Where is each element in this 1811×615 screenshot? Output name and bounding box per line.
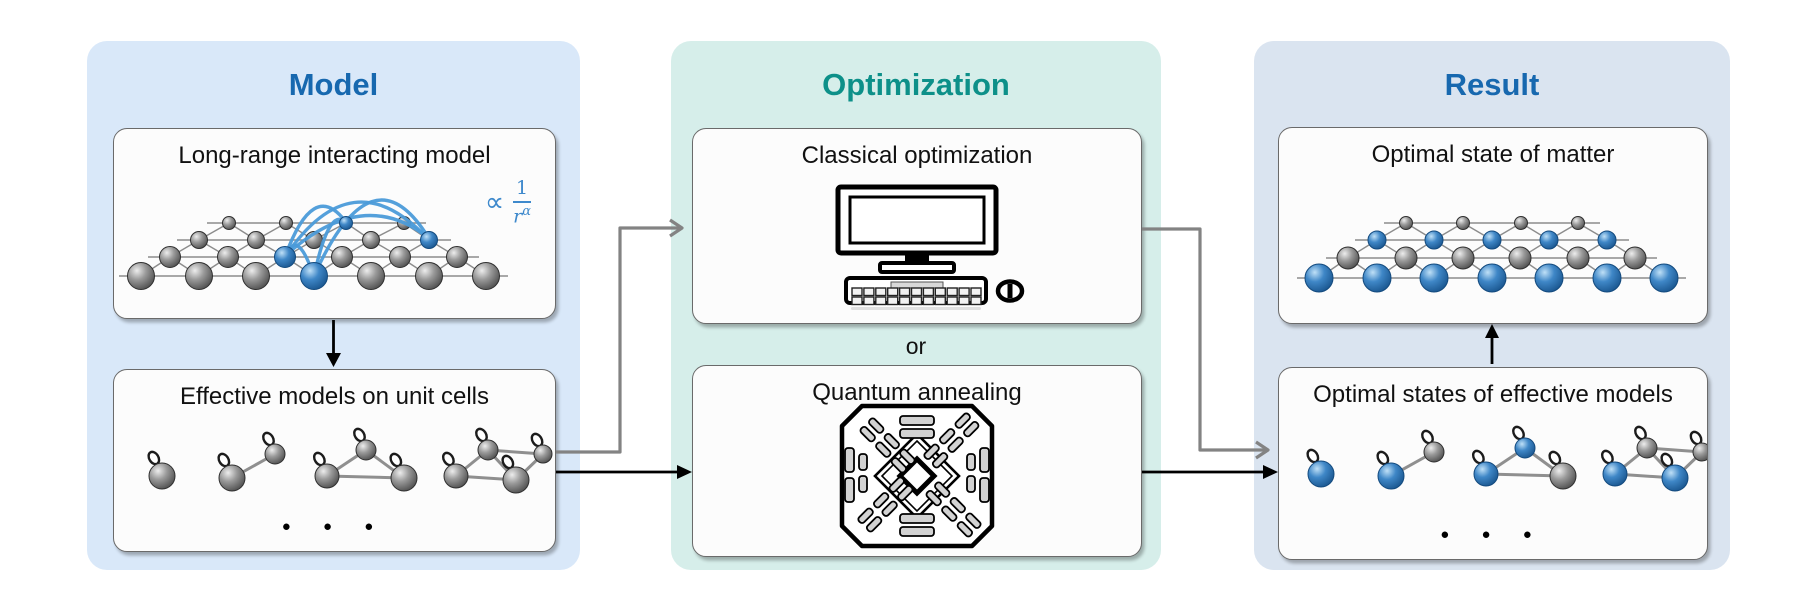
- effective-models-box: Effective models on unit cells ● ● ●: [113, 369, 556, 552]
- fraction-numerator: 1: [516, 177, 529, 199]
- quantum-chip-icon: [839, 403, 995, 549]
- chip-resonator-groups: [857, 412, 982, 538]
- optimal-effective-models-label: Optimal states of effective models: [1313, 381, 1673, 408]
- panel-model: Model Long-range interacting model ∝ 1 r…: [87, 41, 580, 570]
- quantum-annealing-label: Quantum annealing: [812, 379, 1022, 406]
- panel-optimization: Optimization Classical optimization or Q: [671, 41, 1161, 570]
- optimal-clusters-illustration: [1306, 425, 1707, 492]
- ellipsis-dots: ● ● ●: [281, 518, 388, 535]
- ellipsis-dots: ● ● ●: [1440, 526, 1546, 543]
- optimal-state-label: Optimal state of matter: [1371, 141, 1615, 168]
- panel-optimization-title: Optimization: [822, 67, 1010, 102]
- mouse-icon: [995, 279, 1025, 303]
- optimal-state-box: Optimal state of matter: [1278, 127, 1708, 324]
- optimal-effective-models-box: Optimal states of effective models ● ● ●: [1278, 367, 1708, 560]
- optimal-state-lattice-illustration: [1297, 216, 1686, 293]
- keyboard-keys: [851, 287, 982, 306]
- long-range-model-box: Long-range interacting model ∝ 1 rα: [113, 128, 556, 319]
- proportional-symbol: ∝: [484, 187, 505, 218]
- classical-optimization-label: Classical optimization: [801, 142, 1033, 169]
- long-range-lattice-illustration: [119, 198, 508, 290]
- interaction-decay-formula: ∝ 1 rα: [485, 179, 531, 226]
- long-range-model-label: Long-range interacting model: [178, 142, 491, 169]
- effective-models-label: Effective models on unit cells: [179, 383, 490, 410]
- quantum-annealing-box: Quantum annealing: [692, 365, 1142, 557]
- panel-result: Result Optimal state of matter Optimal s…: [1254, 41, 1730, 570]
- desktop-computer-icon: [835, 184, 1025, 310]
- fraction-denominator: rα: [513, 201, 531, 226]
- unit-cell-clusters-illustration: [147, 427, 553, 494]
- classical-optimization-box: Classical optimization: [692, 128, 1142, 324]
- panel-model-title: Model: [288, 67, 379, 102]
- fraction: 1 rα: [513, 179, 531, 226]
- panel-result-title: Result: [1444, 67, 1540, 102]
- or-connector-label: or: [905, 333, 927, 359]
